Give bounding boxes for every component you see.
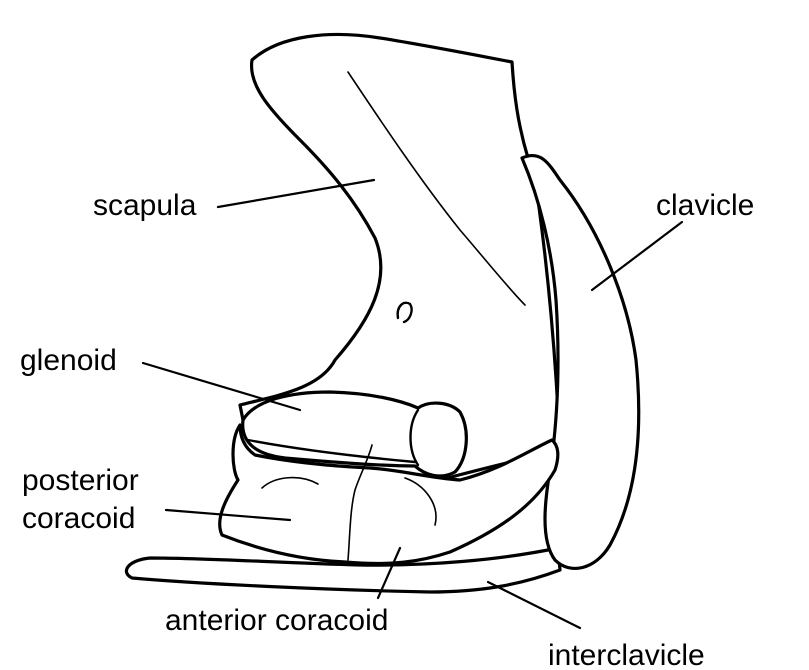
scapula-leader — [216, 178, 376, 209]
label-clavicle: clavicle — [656, 189, 754, 222]
label-posterior-coracoid-line1: posterior — [22, 464, 139, 497]
glenoid-shape — [241, 390, 468, 478]
label-anterior-coracoid: anterior coracoid — [165, 604, 388, 637]
clavicle-leader — [590, 220, 684, 292]
posterior-coracoid-leader — [164, 508, 292, 522]
label-posterior-coracoid-line2: coracoid — [22, 502, 135, 535]
scapula-ridge — [347, 71, 526, 306]
coracoid-shape — [218, 423, 560, 566]
interclavicle-leader — [486, 580, 582, 630]
anterior-coracoid-boss — [404, 477, 437, 526]
glenoid-leader — [141, 361, 302, 412]
anterior-coracoid-leader — [376, 546, 402, 600]
coracoid-suture — [347, 444, 373, 561]
glenoid-socket — [409, 408, 420, 467]
foramen — [396, 301, 413, 324]
interclavicle-shape — [125, 546, 562, 594]
label-scapula: scapula — [93, 189, 197, 222]
posterior-coracoid-boss — [261, 476, 319, 489]
label-glenoid: glenoid — [20, 344, 117, 377]
glenoid-inner-line — [246, 438, 417, 464]
label-interclavicle: interclavicle — [548, 639, 705, 670]
